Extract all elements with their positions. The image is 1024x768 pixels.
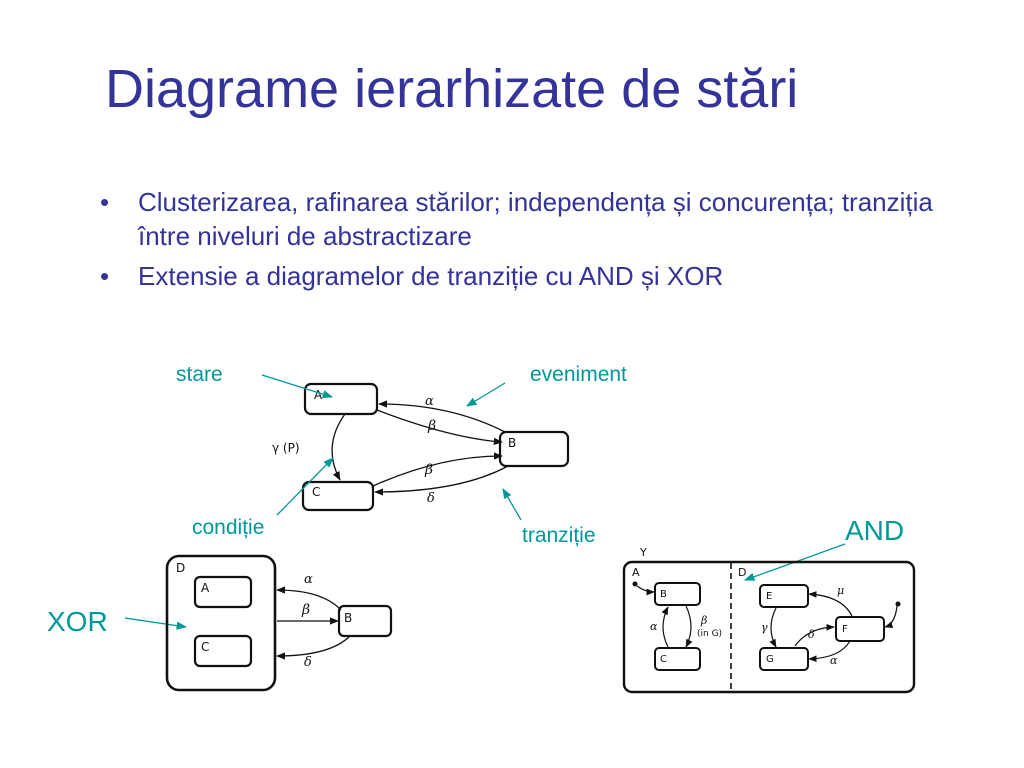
superstate-d (165, 554, 277, 692)
state-g (759, 647, 809, 671)
label-tranzitie: tranziție (522, 524, 596, 547)
state-c-label: C (312, 485, 320, 499)
transition-delta (374, 465, 509, 496)
label-conditie: condiție (192, 516, 265, 539)
event-beta-cb: β (424, 462, 433, 478)
bullet-item: • Clusterizarea, rafinarea stărilor; ind… (100, 185, 960, 253)
event-gamma: γ (761, 621, 768, 634)
transition-delta (276, 635, 351, 660)
event-beta: β (301, 602, 310, 618)
state-a-label: A (314, 388, 323, 402)
arrow-xor (124, 617, 188, 630)
bullet-item: • Extensie a diagramelor de tranziție cu… (100, 259, 960, 293)
transition-alpha (661, 606, 669, 648)
event-beta-ab: β (427, 418, 436, 434)
event-alpha-fg: α (830, 654, 838, 667)
event-delta: δ (427, 491, 435, 506)
state-c-label: C (201, 640, 209, 654)
transition-alpha (276, 586, 342, 611)
event-condition-in-g: (in G) (697, 629, 722, 639)
event-alpha: α (304, 572, 313, 587)
arrow-tranzitie (502, 488, 522, 521)
state-a (193, 575, 253, 609)
slide-title: Diagrame ierarhizate de stări (105, 59, 799, 119)
bullet-icon: • (100, 261, 110, 291)
superstate-y (622, 560, 916, 694)
arrow-conditie (276, 457, 334, 516)
event-delta: δ (808, 628, 815, 641)
state-c (654, 647, 701, 671)
arrow-stare (261, 374, 333, 399)
arrow-eveniment (466, 382, 506, 407)
state-f-label: F (842, 624, 848, 635)
transition-alpha-fg (808, 640, 851, 663)
transition-beta-ab (376, 409, 503, 445)
initial-dot (895, 601, 901, 607)
state-b-label: B (660, 589, 667, 600)
event-delta: δ (304, 655, 312, 670)
state-g-label: G (766, 654, 774, 665)
bullet-text: Clusterizarea, rafinarea stărilor; indep… (138, 187, 933, 251)
label-xor: XOR (47, 606, 108, 637)
event-beta: β (700, 614, 707, 627)
state-e-label: E (766, 591, 772, 602)
initial-transition (884, 605, 898, 629)
region-d-label: D (738, 566, 746, 579)
transition-beta (685, 605, 693, 648)
state-e (759, 584, 809, 608)
transition-alpha (378, 400, 506, 433)
state-c-label: C (660, 654, 667, 665)
state-b-label: B (508, 436, 516, 450)
state-b (654, 582, 701, 606)
superstate-y-label: Y (639, 546, 647, 559)
label-eveniment: eveniment (530, 363, 627, 386)
annotation-arrows (124, 374, 846, 630)
transition-mu (808, 591, 853, 617)
state-b (337, 604, 393, 638)
state-b (498, 430, 570, 468)
state-f (835, 616, 885, 642)
label-stare: stare (176, 363, 223, 386)
state-c (301, 480, 375, 512)
label-and: AND (845, 515, 905, 546)
state-b-label: B (344, 611, 352, 625)
top-diagram: A B C α β β δ γ (P) (272, 382, 570, 512)
transition-delta (794, 623, 835, 647)
event-alpha: α (425, 394, 434, 409)
state-a-label: A (201, 581, 210, 595)
bullet-icon: • (100, 187, 110, 217)
event-mu: μ (837, 584, 844, 597)
event-gamma-condition: γ (P) (272, 441, 300, 455)
state-a (303, 382, 379, 416)
transition-gamma (769, 607, 777, 648)
superstate-d-label: D (176, 561, 185, 575)
xor-diagram: D A C B α β δ (165, 554, 393, 692)
transition-beta-cb (372, 452, 503, 487)
initial-transition (636, 585, 655, 596)
bullet-text: Extensie a diagramelor de tranziție cu A… (138, 261, 724, 291)
bullet-list: • Clusterizarea, rafinarea stărilor; ind… (100, 185, 960, 299)
and-diagram: Y A D B C α β (in G) E F G μ γ δ α (622, 546, 916, 694)
transition-gamma (331, 413, 346, 481)
initial-dot (632, 581, 638, 587)
region-a-label: A (632, 566, 640, 579)
state-c (193, 634, 253, 668)
event-alpha: α (650, 620, 658, 633)
